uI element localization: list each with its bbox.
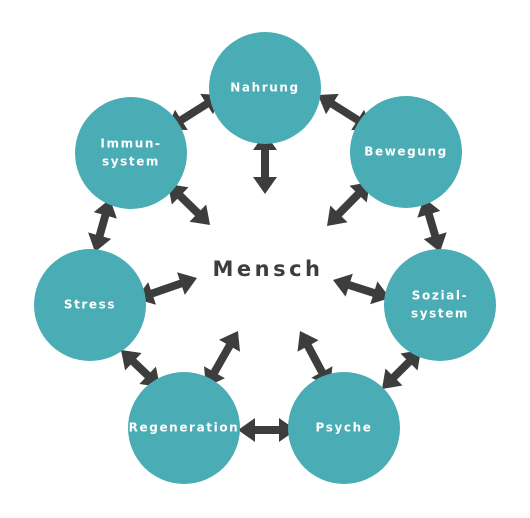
arrow-psyche-mensch [297, 331, 333, 387]
node-circle-stress [34, 249, 146, 361]
node-label-stress: Stress [64, 298, 116, 312]
arrow-stress-immunsystem [88, 199, 117, 252]
node-psyche: Psyche [288, 372, 400, 484]
node-circle-psyche [288, 372, 400, 484]
arrow-regeneration-psyche [238, 418, 296, 442]
arrow-regeneration-mensch [204, 331, 240, 387]
node-label-sozialsystem: Sozial- [412, 289, 468, 303]
node-immunsystem: Immun-system [75, 97, 187, 209]
node-circle-immunsystem [75, 97, 187, 209]
node-sozialsystem: Sozial-system [384, 249, 496, 361]
arrow-immunsystem-mensch [168, 184, 210, 225]
node-label-immunsystem: Immun- [100, 137, 161, 151]
center-label: Mensch [213, 257, 324, 281]
node-label-regeneration: Regeneration [129, 421, 240, 435]
arrow-nahrung-bewegung [318, 93, 372, 131]
node-regeneration: Regeneration [128, 372, 240, 484]
arrows-layer [88, 93, 447, 442]
arrow-bewegung-mensch [327, 182, 370, 226]
node-stress: Stress [34, 249, 146, 361]
node-label-immunsystem: system [102, 155, 160, 169]
node-circle-bewegung [350, 96, 462, 208]
node-circle-sozialsystem [384, 249, 496, 361]
arrow-sozialsystem-psyche [382, 350, 421, 389]
node-label-sozialsystem: system [411, 307, 469, 321]
node-bewegung: Bewegung [350, 96, 462, 208]
arrow-nahrung-immunsystem [167, 93, 221, 131]
arrow-nahrung-mensch [253, 133, 277, 194]
arrow-bewegung-sozialsystem [417, 198, 447, 252]
arrow-regeneration-stress [121, 350, 160, 387]
arrow-sozialsystem-mensch [333, 273, 390, 305]
node-label-psyche: Psyche [316, 421, 373, 435]
node-label-nahrung: Nahrung [230, 81, 299, 95]
node-circle-nahrung [209, 32, 321, 144]
arrow-stress-mensch [136, 272, 197, 305]
node-circle-regeneration [128, 372, 240, 484]
node-nahrung: Nahrung [209, 32, 321, 144]
node-label-bewegung: Bewegung [364, 145, 448, 159]
